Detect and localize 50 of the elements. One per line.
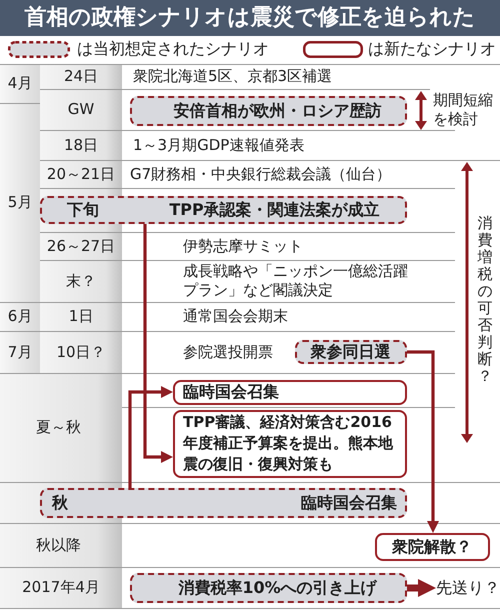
solid-scenario-box	[173, 410, 407, 478]
month-label: 4月	[8, 74, 32, 93]
outcome-text: 先送り？	[436, 577, 500, 599]
event-text: 衆参同日選	[310, 342, 390, 362]
event-text: 消費税率10%への引き上げ	[178, 578, 377, 598]
date-label: 18日	[64, 136, 98, 154]
event-text: 成長戦略や「ニッポン一億総活躍プラン」など閣議決定	[183, 262, 409, 300]
date-label: 末？	[66, 272, 96, 290]
date-label: 10日？	[56, 342, 106, 362]
month-label: 7月	[8, 342, 32, 362]
month-label: 6月	[8, 307, 32, 326]
dashed-scenario-box	[295, 340, 407, 364]
arrow	[407, 579, 436, 597]
event-text: 参院選投開票	[183, 342, 273, 362]
date-text: 下旬	[67, 200, 99, 220]
dashed-scenario-box	[130, 573, 407, 603]
arrow	[143, 224, 173, 463]
event-text: G7財務相・中央銀行総裁会議（仙台）	[130, 164, 392, 184]
vertical-note: 消費増税の可否判断？	[477, 215, 493, 385]
legend-text: は新たなシナリオ	[368, 39, 496, 59]
date-label: 夏～秋	[36, 418, 81, 437]
date-label: 1日	[68, 307, 94, 326]
date-text: 秋	[52, 492, 68, 512]
event-text: 1～3月期GDP速報値発表	[133, 136, 304, 154]
date-label: GW	[68, 100, 94, 119]
solid-scenario-box	[173, 380, 407, 405]
event-text: 衆院解散？	[392, 536, 472, 556]
event-text: 臨時国会召集	[183, 382, 279, 402]
date-label: 24日	[64, 67, 98, 86]
dashed-scenario-box	[130, 96, 407, 126]
dashed-scenario-box	[40, 196, 407, 224]
arrow	[128, 386, 173, 488]
date-label: 2017年4月	[22, 578, 100, 597]
event-text: 安倍首相が欧州・ロシア歴訪	[174, 100, 382, 120]
date-label: 秋以降	[36, 536, 81, 554]
event-text: 通常国会会期末	[183, 307, 288, 326]
date-label: 26～27日	[46, 236, 116, 256]
arrow	[407, 350, 439, 533]
event-text: 伊勢志摩サミット	[183, 236, 303, 256]
diagram-title: 首相の政権シナリオは震災で修正を迫られた	[0, 0, 500, 36]
dashed-scenario-box	[40, 488, 407, 518]
event-text: TPP審議、経済対策含む2016年度補正予算案を提出。熊本地震の復旧・復興対策も	[183, 412, 394, 475]
note-text: 期間短縮を検討	[433, 90, 494, 128]
event-text: TPP承認案・関連法案が成立	[169, 200, 380, 220]
legend-text: は当初想定されたシナリオ	[77, 39, 269, 59]
date-label: 20～21日	[46, 164, 116, 184]
solid-scenario-box	[375, 533, 490, 561]
event-text: 衆院北海道5区、京都3区補選	[133, 67, 332, 86]
event-text: 臨時国会召集	[301, 492, 397, 512]
month-label: 5月	[8, 193, 32, 212]
